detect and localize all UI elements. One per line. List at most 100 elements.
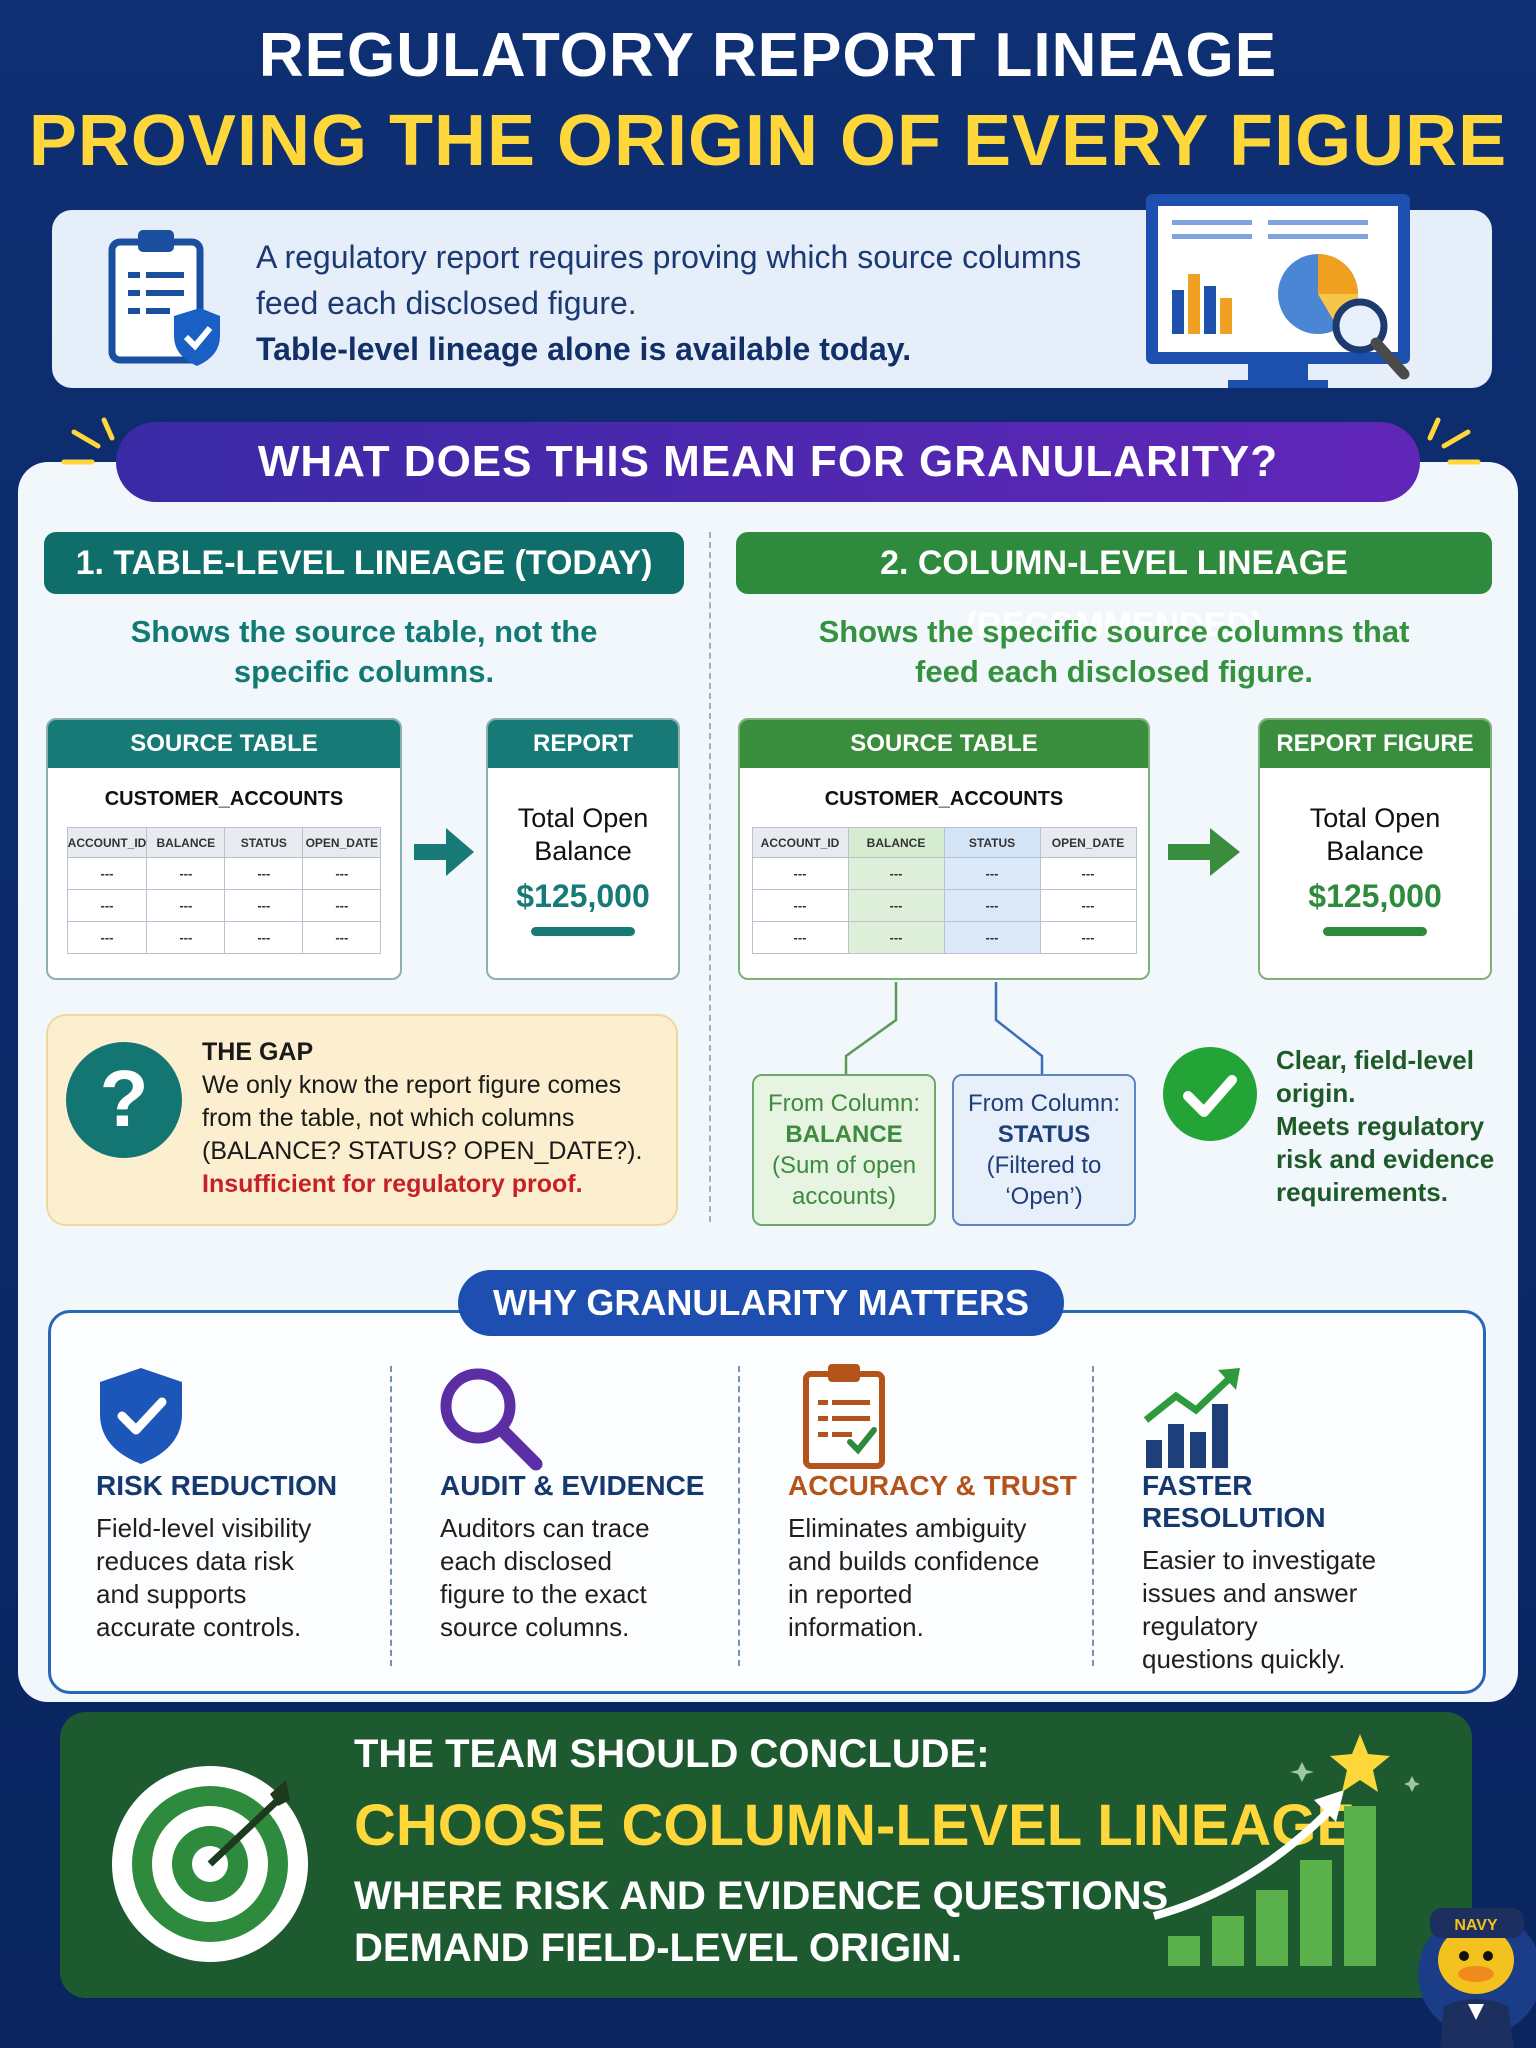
table-cell: --- — [1039, 921, 1137, 954]
right-col-balance: BALANCE — [847, 827, 945, 858]
right-figure-label: Total Open Balance — [1260, 802, 1490, 868]
why-item-line: and supports — [96, 1579, 247, 1609]
table-cell: --- — [302, 889, 382, 922]
page-subtitle: PROVING THE ORIGIN OF EVERY FIGURE — [28, 101, 1508, 181]
table-cell: --- — [1039, 857, 1137, 890]
table-cell: --- — [146, 921, 226, 954]
why-item-title: FASTER RESOLUTION — [1142, 1470, 1326, 1533]
lineage-connector-lines — [844, 982, 1044, 1076]
monitor-chart-icon — [1138, 190, 1438, 405]
field-level-origin-text: Clear, field-level origin. Meets regulat… — [1276, 1044, 1496, 1209]
table-cell: --- — [943, 921, 1041, 954]
question-banner: WHAT DOES THIS MEAN FOR GRANULARITY? — [116, 422, 1420, 502]
from-balance-label: From Column: — [767, 1090, 921, 1117]
right-figure-label-2: Balance — [1326, 836, 1424, 866]
left-source-table-card: SOURCE TABLE CUSTOMER_ACCOUNTS ACCOUNT_I… — [46, 718, 402, 980]
right-col-open-date: OPEN_DATE — [1039, 827, 1137, 858]
gap-text: THE GAP We only know the report figure c… — [202, 1036, 662, 1201]
intro-line-3: Table-level lineage alone is available t… — [256, 331, 912, 367]
left-table-name: CUSTOMER_ACCOUNTS — [104, 788, 344, 810]
mascot-cap-text: NAVY — [1454, 1917, 1498, 1934]
left-source-table-header: SOURCE TABLE — [48, 720, 400, 768]
from-status-note-2: ‘Open’) — [1005, 1183, 1083, 1210]
intro-text: A regulatory report requires proving whi… — [256, 234, 1156, 372]
left-report-figure-card: REPORT FIGURE Total Open Balance $125,00… — [486, 718, 680, 980]
left-figure-label: Total Open Balance — [488, 802, 678, 868]
clipboard-shield-icon — [104, 224, 224, 379]
sparkle-right-icon — [1427, 417, 1481, 465]
table-cell: --- — [302, 857, 382, 890]
right-mini-table: ACCOUNT_ID BALANCE STATUS OPEN_DATE ----… — [751, 827, 1137, 954]
left-figure-label-2: Balance — [534, 836, 632, 866]
column-divider — [709, 532, 711, 1222]
why-item-line: reduces data risk — [96, 1546, 294, 1576]
right-figure-value: $125,000 — [1308, 878, 1442, 914]
check-circle-icon — [1163, 1047, 1257, 1141]
right-col-account-id: ACCOUNT_ID — [751, 827, 849, 858]
why-item-line: in reported — [788, 1579, 913, 1609]
column-level-sub-line-2: feed each disclosed figure. — [915, 654, 1313, 689]
right-report-figure-header: REPORT FIGURE — [1260, 720, 1490, 768]
from-column-status-box: From Column: STATUS (Filtered to ‘Open’) — [952, 1074, 1136, 1226]
table-cell: --- — [847, 921, 945, 954]
duck-mascot-icon: NAVY — [1418, 1908, 1536, 2048]
table-cell: --- — [66, 889, 148, 922]
shield-check-icon — [100, 1368, 182, 1464]
table-cell: --- — [751, 889, 849, 922]
why-item-line: each disclosed — [440, 1546, 612, 1576]
growth-chart-icon — [1143, 1368, 1240, 1468]
ok-line-1: Clear, field-level — [1276, 1045, 1474, 1075]
left-figure-value: $125,000 — [516, 878, 650, 914]
table-level-sub-line-2: specific columns. — [233, 654, 495, 689]
table-cell: --- — [302, 921, 382, 954]
why-divider — [390, 1366, 392, 1666]
table-cell: --- — [847, 857, 945, 890]
question-mark-icon: ? — [66, 1042, 182, 1158]
from-balance-note-1: (Sum of open — [771, 1152, 917, 1179]
table-cell: --- — [847, 889, 945, 922]
left-figure-underline — [531, 927, 635, 936]
from-status-column: STATUS — [997, 1121, 1091, 1148]
ok-line-2: origin. — [1276, 1078, 1356, 1108]
table-cell: --- — [224, 857, 304, 890]
table-cell: --- — [66, 857, 148, 890]
why-divider — [1092, 1366, 1094, 1666]
left-arrow-icon — [414, 828, 474, 876]
left-col-balance: BALANCE — [146, 827, 226, 858]
page-title: REGULATORY REPORT LINEAGE — [258, 21, 1278, 90]
right-table-name: CUSTOMER_ACCOUNTS — [824, 788, 1064, 810]
from-status-label: From Column: — [967, 1090, 1121, 1117]
magnifier-icon — [440, 1368, 543, 1471]
table-level-subtitle: Shows the source table, not the specific… — [44, 612, 684, 692]
table-cell: --- — [1039, 889, 1137, 922]
intro-line-1: A regulatory report requires proving whi… — [256, 239, 1082, 275]
table-level-sub-line-1: Shows the source table, not the — [130, 614, 598, 649]
why-granularity-box — [48, 1310, 1486, 1694]
why-item-line: Eliminates ambiguity — [788, 1513, 1027, 1543]
why-item-line: questions quickly. — [1142, 1644, 1346, 1674]
conclusion-line-1: THE TEAM SHOULD CONCLUDE: — [354, 1732, 990, 1776]
table-cell: --- — [751, 857, 849, 890]
why-item-title: ACCURACY & TRUST — [788, 1470, 1077, 1501]
conclusion-line-4: DEMAND FIELD-LEVEL ORIGIN. — [354, 1926, 963, 1970]
left-col-status: STATUS — [224, 827, 304, 858]
why-divider — [738, 1366, 740, 1666]
left-col-account-id: ACCOUNT_ID — [66, 827, 148, 858]
gap-warning: Insufficient for regulatory proof. — [202, 1170, 583, 1198]
why-item-line: figure to the exact — [440, 1579, 647, 1609]
gap-line-2: from the table, not which columns — [202, 1104, 575, 1132]
right-source-table-header: SOURCE TABLE — [740, 720, 1148, 768]
right-figure-label-1: Total Open — [1309, 803, 1441, 833]
gap-line-1: We only know the report figure comes — [202, 1071, 622, 1099]
target-icon — [112, 1766, 308, 1962]
right-report-figure-card: REPORT FIGURE Total Open Balance $125,00… — [1258, 718, 1492, 980]
from-status-note-1: (Filtered to — [986, 1152, 1102, 1179]
gap-title: THE GAP — [202, 1038, 314, 1066]
